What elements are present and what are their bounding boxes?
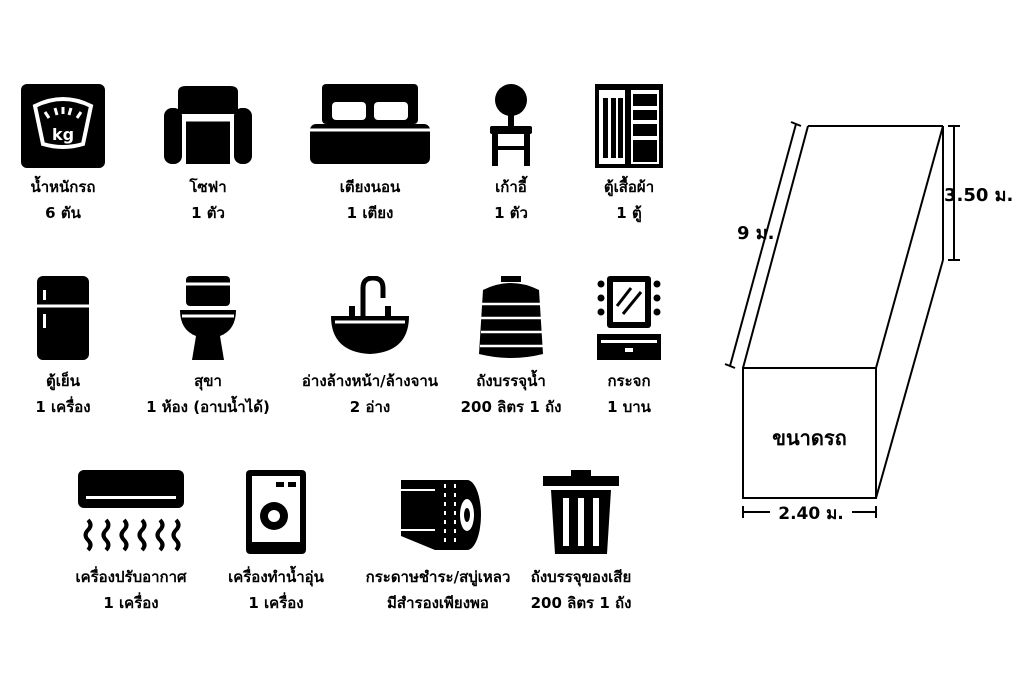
truck-height: 3.50 ม. xyxy=(944,185,1014,206)
item-qty: 1 ตัว xyxy=(494,204,528,222)
item-qty: 2 อ่าง xyxy=(349,398,391,416)
item-tissue-soap: กระดาษชำระ/สบู่เหลว มีสำรองเพียงพอ xyxy=(333,0,543,620)
item-name: เก้าอี้ xyxy=(495,178,527,196)
item-qty: 1 เครื่อง xyxy=(103,594,159,612)
item-qty: 1 บาน xyxy=(607,398,651,416)
item-qty: 6 ตัน xyxy=(45,204,81,222)
water-heater-icon xyxy=(246,470,306,554)
item-water-tank: ถังบรรจุน้ำ 200 ลิตร 1 ถัง xyxy=(406,0,616,430)
item-qty: มีสำรองเพียงพอ xyxy=(387,594,489,612)
svg-text:kg: kg xyxy=(52,125,74,144)
item-qty: 1 เครื่อง xyxy=(248,594,304,612)
fridge-icon xyxy=(37,276,89,360)
item-name: กระดาษชำระ/สบู่เหลว xyxy=(365,568,511,586)
item-name: เครื่องทำน้ำอุ่น xyxy=(228,568,324,586)
item-sofa: โซฟา 1 ตัว xyxy=(103,0,313,240)
item-name: ตู้เสื้อผ้า xyxy=(603,178,655,196)
item-name: ตู้เย็น xyxy=(46,372,80,390)
item-name: ถังบรรจุน้ำ xyxy=(476,372,546,390)
item-fridge: ตู้เย็น 1 เครื่อง xyxy=(0,0,168,430)
item-chair: เก้าอี้ 1 ตัว xyxy=(406,0,616,240)
item-qty: 1 ตู้ xyxy=(616,204,642,222)
trash-bin-icon xyxy=(543,470,619,554)
item-name: ถังบรรจุของเสีย xyxy=(530,568,632,586)
item-name: กระจก xyxy=(607,372,651,390)
item-toilet: สุขา 1 ห้อง (อาบน้ำได้) xyxy=(103,0,313,430)
tissue-roll-icon xyxy=(401,480,481,550)
sofa-icon xyxy=(164,86,252,164)
item-mirror: กระจก 1 บาน xyxy=(524,0,734,430)
item-qty: 1 เครื่อง xyxy=(35,398,91,416)
truck-width: 2.40 ม. xyxy=(778,504,844,524)
item-name: เครื่องปรับอากาศ xyxy=(75,568,187,586)
item-name: โซฟา xyxy=(189,178,227,196)
item-qty: 1 ห้อง (อาบน้ำได้) xyxy=(146,398,270,416)
item-name: อ่างล้างหน้า/ล้างจาน xyxy=(301,372,439,390)
item-name: สุขา xyxy=(194,372,222,390)
scale-icon: kg xyxy=(21,84,105,168)
mirror-icon xyxy=(597,276,661,360)
item-air-conditioner: เครื่องปรับอากาศ 1 เครื่อง xyxy=(26,0,236,620)
toilet-icon xyxy=(180,276,236,360)
item-sink: อ่างล้างหน้า/ล้างจาน 2 อ่าง xyxy=(265,0,475,430)
water-tank-icon xyxy=(479,276,543,358)
air-conditioner-icon xyxy=(78,470,184,552)
item-water-heater: เครื่องทำน้ำอุ่น 1 เครื่อง xyxy=(171,0,381,620)
truck-length: 9 ม. xyxy=(737,223,775,244)
bed-icon xyxy=(310,84,430,164)
item-name: เตียงนอน xyxy=(339,178,401,196)
truck-label: ขนาดรถ xyxy=(772,426,847,450)
item-wardrobe: ตู้เสื้อผ้า 1 ตู้ xyxy=(524,0,734,240)
item-waste-tank: ถังบรรจุของเสีย 200 ลิตร 1 ถัง xyxy=(476,0,686,620)
sink-icon xyxy=(331,276,409,354)
item-qty: 1 ตัว xyxy=(191,204,225,222)
wardrobe-icon xyxy=(595,84,663,168)
item-name: น้ำหนักรถ xyxy=(30,178,96,196)
item-qty: 1 เตียง xyxy=(346,204,394,222)
chair-icon xyxy=(490,84,532,166)
item-bed: เตียงนอน 1 เตียง xyxy=(265,0,475,240)
item-qty: 200 ลิตร 1 ถัง xyxy=(530,594,632,612)
item-truck-weight: kg น้ำหนักรถ 6 ตัน xyxy=(0,0,168,240)
item-qty: 200 ลิตร 1 ถัง xyxy=(460,398,562,416)
